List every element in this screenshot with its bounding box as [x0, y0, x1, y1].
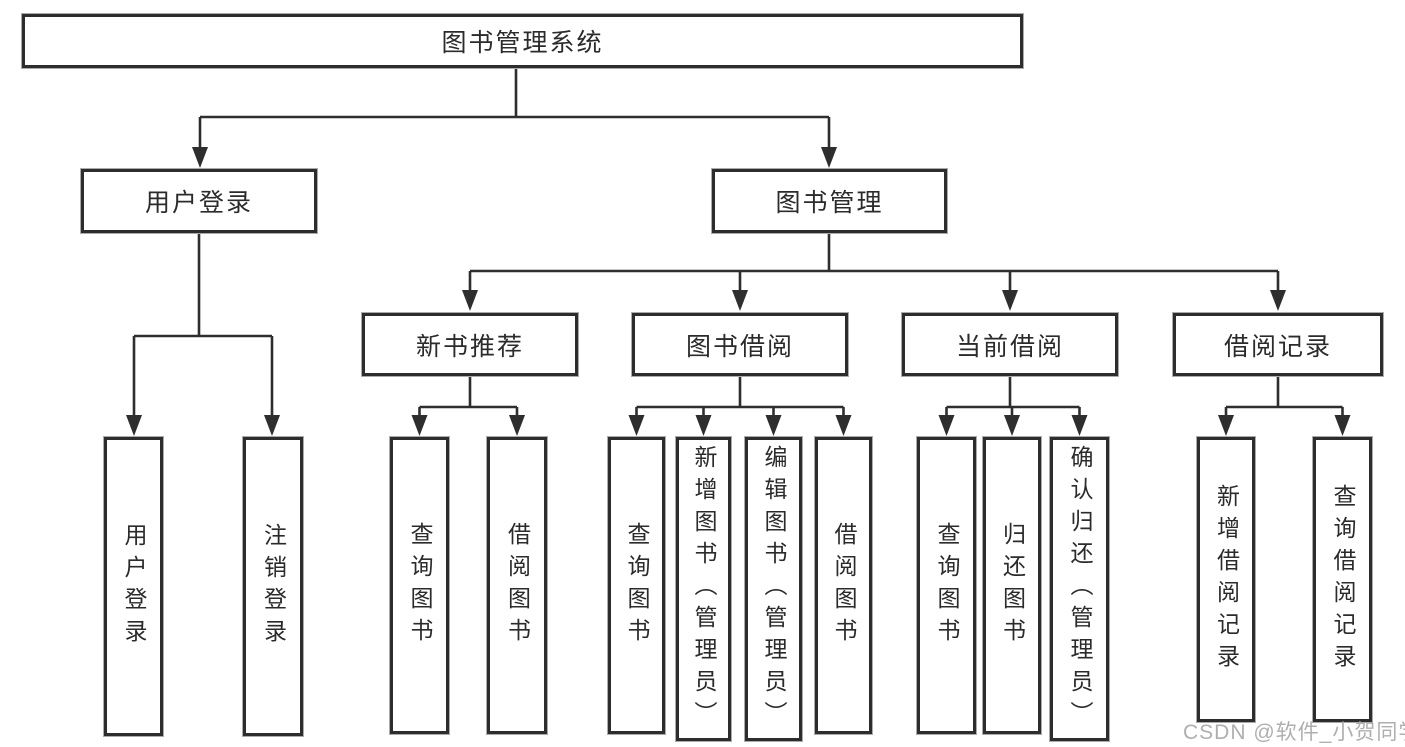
- node-new-book-recommend: 新书推荐: [362, 313, 578, 376]
- leaf-confirm-return-admin: 确认归还（管理员）: [1050, 437, 1109, 741]
- leaf-edit-book-admin: 编辑图书（管理员）: [745, 437, 802, 741]
- leaf-user-login: 用户登录: [104, 437, 163, 736]
- leaf-return-book: 归还图书: [983, 437, 1041, 734]
- node-user-login: 用户登录: [81, 169, 317, 233]
- leaf-add-borrow-record: 新增借阅记录: [1197, 437, 1255, 722]
- arrowhead-icons: [126, 147, 1351, 436]
- leaf-borrow-books-borrow: 借阅图书: [815, 437, 872, 734]
- node-library-system: 图书管理系统: [22, 14, 1023, 68]
- node-book-management: 图书管理: [712, 169, 947, 233]
- node-book-borrow: 图书借阅: [632, 313, 848, 376]
- node-current-borrow: 当前借阅: [902, 313, 1118, 376]
- watermark: CSDN @软件_小贺同学: [1183, 721, 1405, 744]
- leaf-query-borrow-record: 查询借阅记录: [1313, 437, 1372, 722]
- node-borrow-records: 借阅记录: [1173, 313, 1383, 376]
- leaf-add-book-admin: 新增图书（管理员）: [676, 437, 731, 741]
- leaf-logout: 注销登录: [243, 437, 303, 736]
- leaf-query-books-recommend: 查询图书: [390, 437, 449, 734]
- connector-lines: [132, 68, 1344, 418]
- leaf-query-books-current: 查询图书: [917, 437, 976, 734]
- leaf-query-books-borrow: 查询图书: [608, 437, 665, 734]
- leaf-borrow-books-recommend: 借阅图书: [487, 437, 547, 734]
